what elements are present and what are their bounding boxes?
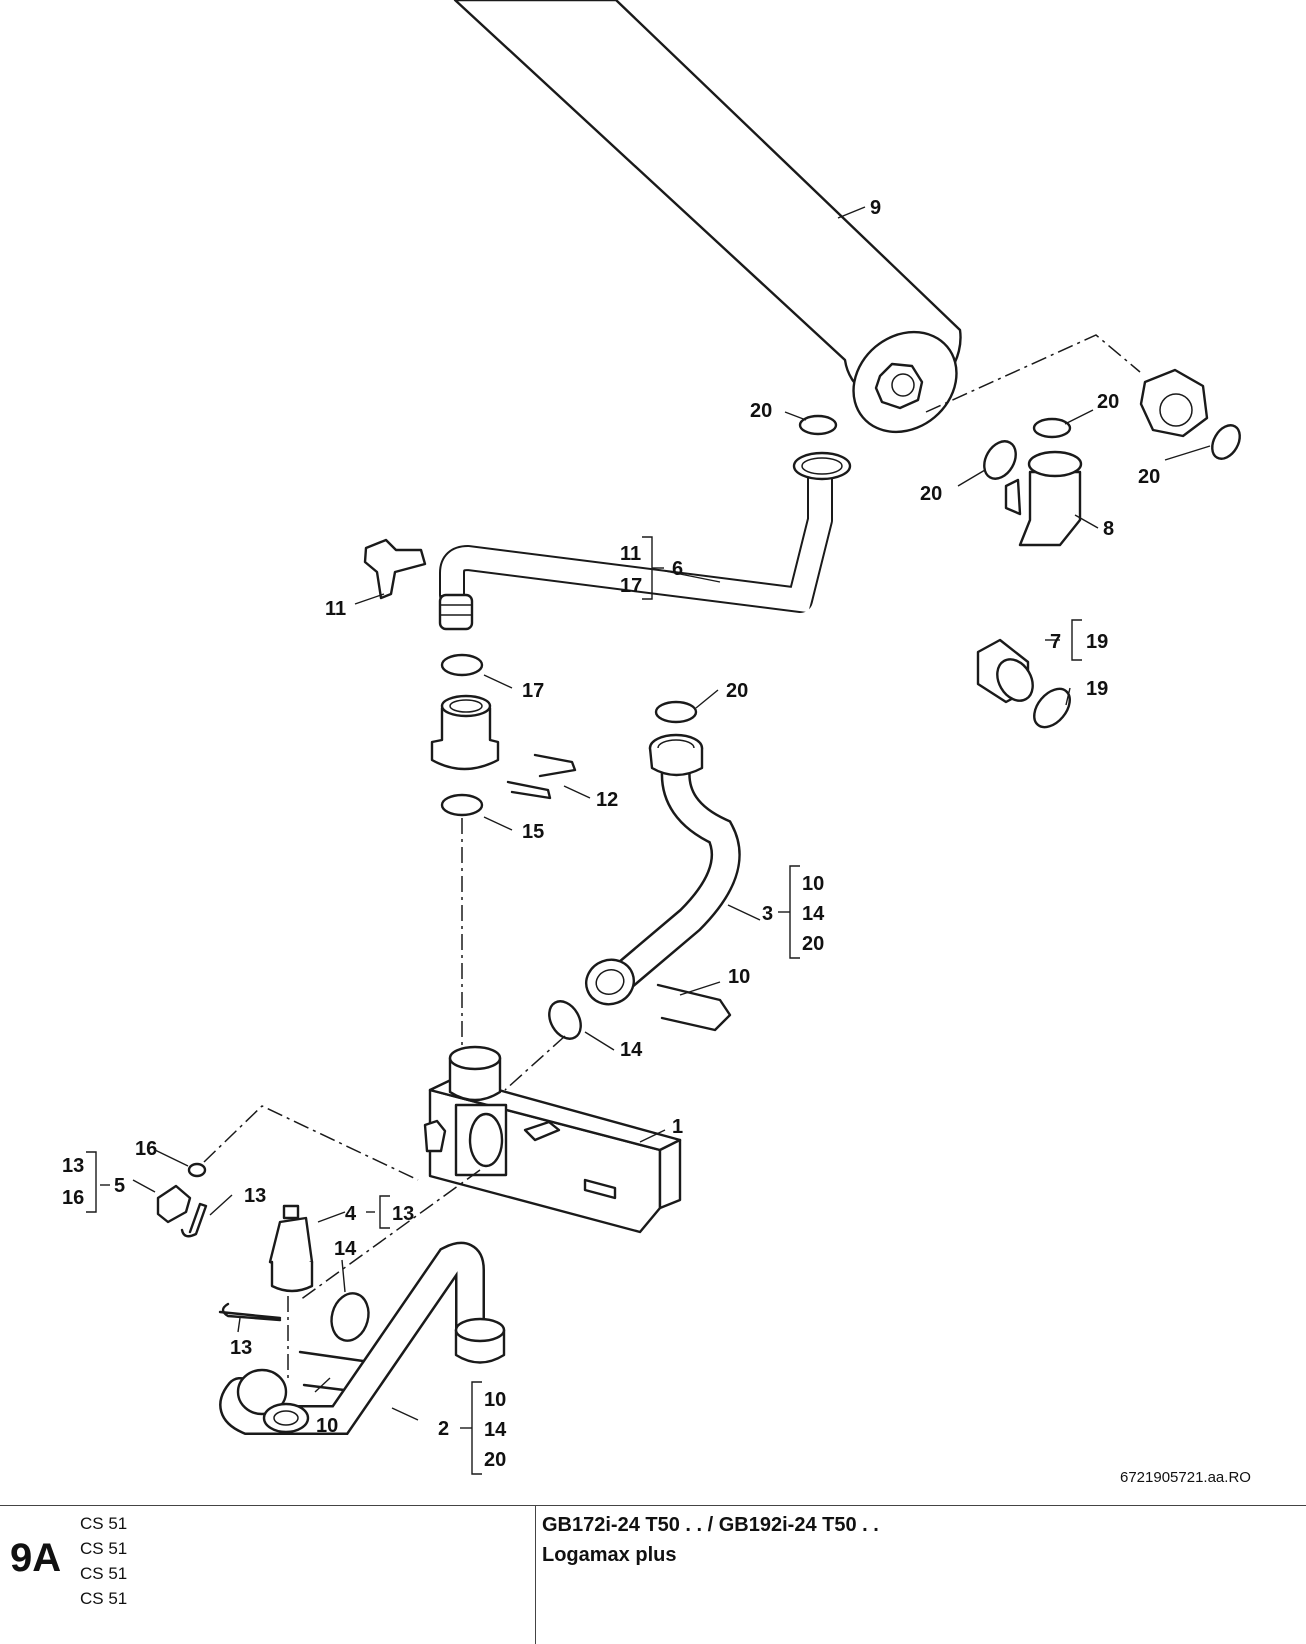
callout-9: 9 <box>870 197 881 219</box>
callout-15: 15 <box>522 821 544 843</box>
part-14-ring-a <box>548 1000 582 1040</box>
part-20-ring-a <box>798 414 838 436</box>
callout-2: 2 <box>438 1418 449 1440</box>
part-20-ring-d <box>983 440 1017 480</box>
callout-10-b: 10 <box>316 1415 338 1437</box>
part-15-ring <box>440 793 484 817</box>
product-code: CS 51 <box>80 1564 128 1583</box>
part-5-plug <box>156 1184 192 1224</box>
title-block: 9A CS 51 CS 51 CS 51 CS 51 GB172i-24 T50… <box>0 1505 1306 1644</box>
page-number: 9A <box>10 1536 62 1580</box>
callout-19: 19 <box>1086 678 1108 700</box>
product-code: CS 51 <box>80 1539 128 1558</box>
part-20-ring-e <box>1211 424 1241 460</box>
part-13-pin-a <box>180 1202 208 1238</box>
group-5-item: 16 <box>62 1187 84 1209</box>
callout-12: 12 <box>596 789 618 811</box>
callout-6: 6 <box>672 558 683 580</box>
group-7-item: 19 <box>1086 631 1108 653</box>
axis-line <box>299 1169 481 1301</box>
callout-20-d: 20 <box>920 483 942 505</box>
group-3-item: 10 <box>802 873 824 895</box>
callout-14-b: 14 <box>334 1238 357 1260</box>
callout-20-c: 20 <box>1097 391 1119 413</box>
callout-20-b: 20 <box>726 680 748 702</box>
part-20-ring-c <box>1032 417 1072 439</box>
callout-17: 17 <box>522 680 544 702</box>
divider <box>535 1506 536 1644</box>
part-16-ring <box>187 1162 207 1178</box>
axis-line <box>504 1035 566 1091</box>
group-6-item: 11 <box>620 543 641 565</box>
part-6-pipe <box>438 451 852 631</box>
callout-20-a: 20 <box>750 400 772 422</box>
model-name: GB172i-24 T50 . . / GB192i-24 T50 . . <box>542 1514 879 1536</box>
group-2-item: 20 <box>484 1449 506 1471</box>
axis-line <box>925 334 1141 413</box>
callout-20-e: 20 <box>1138 466 1160 488</box>
part-4-sensor <box>268 1204 314 1293</box>
callout-16: 16 <box>135 1138 157 1160</box>
part-15-connector <box>430 694 500 771</box>
part-20-nut <box>1139 368 1209 438</box>
leader-lines <box>100 206 1211 1421</box>
part-1-block <box>423 1045 682 1234</box>
part-20-ring-b <box>654 700 698 724</box>
part-11-clip <box>363 538 427 600</box>
product-code: CS 51 <box>80 1514 128 1533</box>
part-13-pin-b <box>218 1302 282 1322</box>
callout-8: 8 <box>1103 518 1114 540</box>
callout-10-a: 10 <box>728 966 750 988</box>
group-brackets <box>86 536 1082 1475</box>
part-2-pipe <box>219 1241 506 1435</box>
group-4-item: 13 <box>392 1203 414 1225</box>
product-codes: CS 51 CS 51 CS 51 CS 51 <box>80 1511 127 1611</box>
part-8-valve <box>1004 450 1083 547</box>
part-14-ring-b <box>330 1292 370 1342</box>
group-3-item: 14 <box>802 903 825 925</box>
part-3-pipe <box>585 733 741 1006</box>
callout-1: 1 <box>672 1116 683 1138</box>
axis-line <box>203 1105 419 1181</box>
product-code: CS 51 <box>80 1589 128 1608</box>
exploded-parts-diagram: 9 20 20 20 20 8 11 17 6 11 17 20 7 19 19… <box>62 0 1251 1486</box>
callout-5: 5 <box>114 1175 125 1197</box>
part-12-clip <box>506 753 577 800</box>
part-9-cylinder <box>453 0 962 434</box>
callout-3: 3 <box>762 903 773 925</box>
group-5-item: 13 <box>62 1155 84 1177</box>
model-info: GB172i-24 T50 . . / GB192i-24 T50 . . Lo… <box>542 1510 879 1570</box>
product-line: Logamax plus <box>542 1544 677 1566</box>
group-3-item: 20 <box>802 933 824 955</box>
callout-13-b: 13 <box>230 1337 252 1359</box>
drawing-reference-code: 6721905721.aa.RO <box>1120 1469 1251 1486</box>
callout-14-a: 14 <box>620 1039 643 1061</box>
callout-13-a: 13 <box>244 1185 266 1207</box>
part-19-ring <box>1033 687 1071 729</box>
callout-11: 11 <box>325 598 346 620</box>
part-17-ring <box>440 653 484 677</box>
group-2-item: 10 <box>484 1389 506 1411</box>
group-2-item: 14 <box>484 1419 507 1441</box>
callout-4: 4 <box>345 1203 357 1225</box>
part-10-clip-a <box>656 983 732 1032</box>
group-6-item: 17 <box>620 575 642 597</box>
callout-7: 7 <box>1050 631 1061 653</box>
part-7-plug <box>976 638 1034 704</box>
